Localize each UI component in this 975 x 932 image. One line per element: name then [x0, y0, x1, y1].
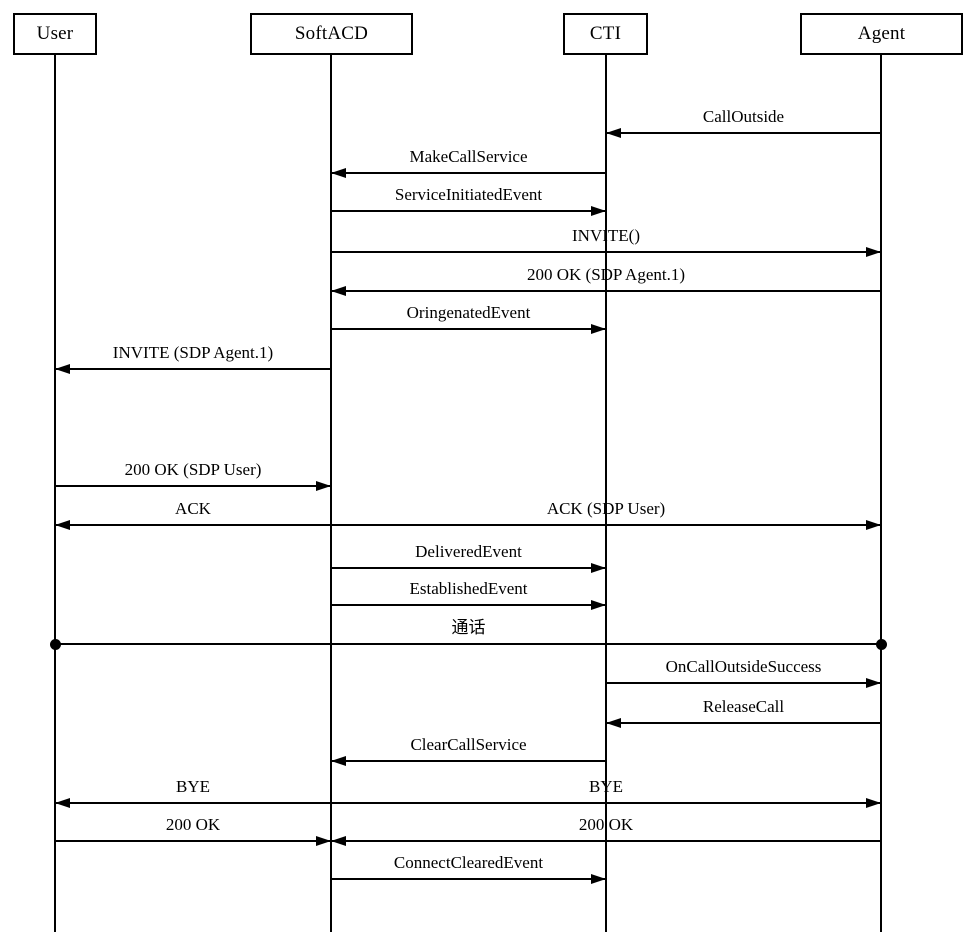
message-13-line — [606, 722, 881, 724]
message-12-label-0: OnCallOutsideSuccess — [665, 657, 822, 676]
message-17-arrowhead-left — [331, 836, 346, 846]
message-16-line — [55, 840, 331, 842]
message-1-label-0: MakeCallService — [409, 147, 528, 166]
message-11-line — [55, 643, 881, 645]
message-8-arrowhead-left — [55, 520, 70, 530]
message-3-line — [331, 251, 881, 253]
actor-box-user: User — [13, 13, 97, 55]
message-5-label-0: OringenatedEvent — [406, 303, 531, 322]
lifeline-cti — [605, 55, 607, 932]
lifeline-agent — [880, 55, 882, 932]
message-4-label-0: 200 OK (SDP Agent.1) — [526, 265, 686, 284]
message-4-arrowhead-left — [331, 286, 346, 296]
message-15-line — [55, 802, 881, 804]
message-6-label-0: INVITE (SDP Agent.1) — [112, 343, 274, 362]
message-8-label-1: ACK (SDP User) — [546, 499, 666, 518]
message-14-line — [331, 760, 606, 762]
message-12-line — [606, 682, 881, 684]
message-13-label-0: ReleaseCall — [702, 697, 785, 716]
message-9-arrowhead-right — [591, 563, 606, 573]
message-6-line — [55, 368, 331, 370]
message-7-label-0: 200 OK (SDP User) — [124, 460, 262, 479]
message-10-line — [331, 604, 606, 606]
message-0-line — [606, 132, 881, 134]
message-3-label-0: INVITE() — [572, 226, 640, 245]
message-13-arrowhead-left — [606, 718, 621, 728]
message-12-arrowhead-right — [866, 678, 881, 688]
message-1-line — [331, 172, 606, 174]
message-15-label-1: BYE — [589, 777, 623, 796]
message-5-arrowhead-right — [591, 324, 606, 334]
message-5-line — [331, 328, 606, 330]
message-11-label-0: 通话 — [451, 618, 486, 637]
message-18-label-0: ConnectClearedEvent — [393, 853, 544, 872]
message-16-label-0: 200 OK — [165, 815, 221, 834]
message-7-arrowhead-right — [316, 481, 331, 491]
message-11-endpoint-dot — [876, 639, 887, 650]
message-18-line — [331, 878, 606, 880]
lifeline-user — [54, 55, 56, 932]
message-9-label-0: DeliveredEvent — [415, 542, 522, 561]
lifeline-softacd — [330, 55, 332, 932]
message-9-line — [331, 567, 606, 569]
message-11-endpoint-dot — [50, 639, 61, 650]
message-2-line — [331, 210, 606, 212]
message-18-arrowhead-right — [591, 874, 606, 884]
message-4-line — [331, 290, 881, 292]
message-8-arrowhead-right — [866, 520, 881, 530]
message-2-arrowhead-right — [591, 206, 606, 216]
message-14-label-0: ClearCallService — [410, 735, 527, 754]
message-10-arrowhead-right — [591, 600, 606, 610]
actor-box-cti: CTI — [563, 13, 648, 55]
message-10-label-0: EstablishedEvent — [409, 579, 528, 598]
message-8-label-0: ACK — [175, 499, 211, 518]
message-1-arrowhead-left — [331, 168, 346, 178]
message-17-label-0: 200 OK — [578, 815, 634, 834]
message-6-arrowhead-left — [55, 364, 70, 374]
actor-box-agent: Agent — [800, 13, 963, 55]
message-15-label-0: BYE — [176, 777, 210, 796]
message-0-label-0: CallOutside — [702, 107, 785, 126]
message-0-arrowhead-left — [606, 128, 621, 138]
message-2-label-0: ServiceInitiatedEvent — [394, 185, 543, 204]
message-17-line — [331, 840, 881, 842]
message-3-arrowhead-right — [866, 247, 881, 257]
message-7-line — [55, 485, 331, 487]
message-15-arrowhead-left — [55, 798, 70, 808]
message-14-arrowhead-left — [331, 756, 346, 766]
message-15-arrowhead-right — [866, 798, 881, 808]
actor-box-softacd: SoftACD — [250, 13, 413, 55]
message-16-arrowhead-right — [316, 836, 331, 846]
message-8-line — [55, 524, 881, 526]
